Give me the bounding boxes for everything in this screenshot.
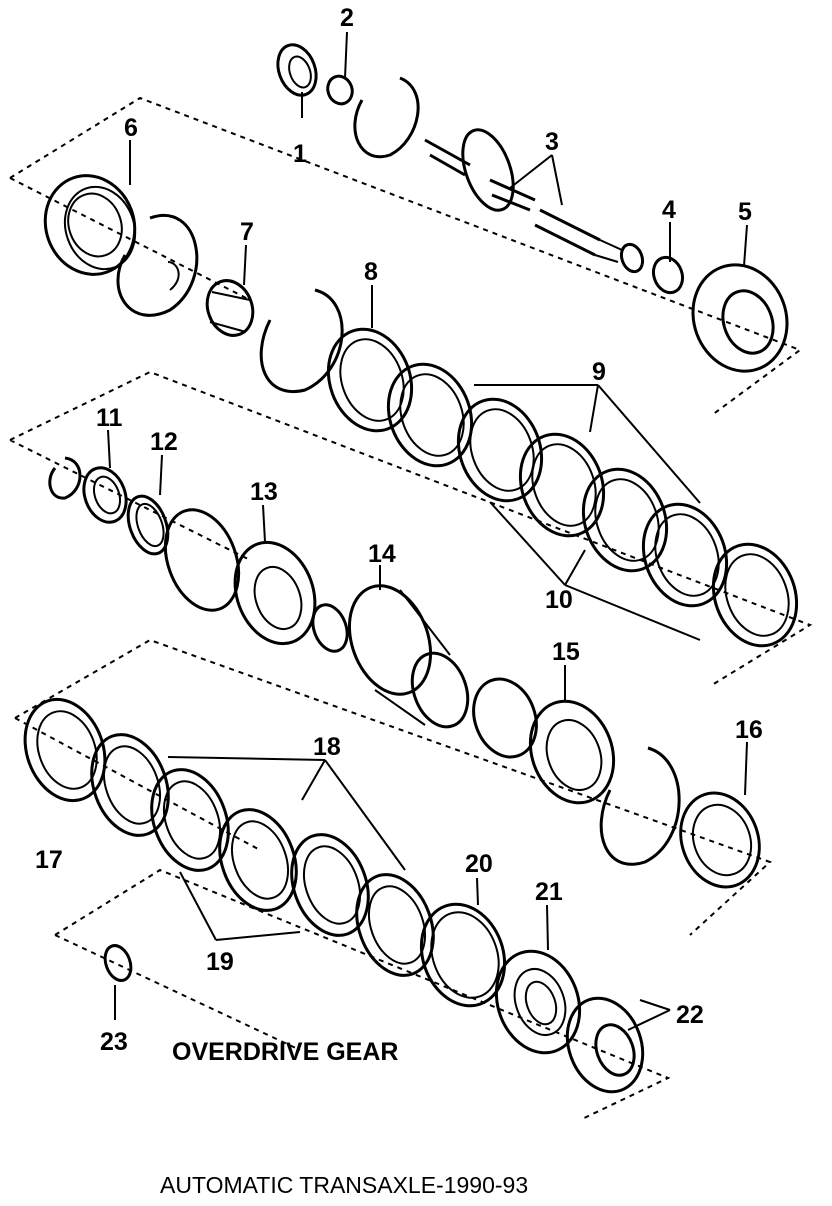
snap-ring-right <box>599 746 681 866</box>
callout-23: 23 <box>100 1028 128 1056</box>
part-23-seal <box>103 944 133 982</box>
snap-ring-mid <box>259 288 344 393</box>
small-ring-mid <box>311 603 349 653</box>
part-14-gear <box>347 584 470 729</box>
part-6-gear <box>43 174 137 276</box>
part-20-return-spring <box>419 902 507 1008</box>
part-8-plate <box>326 327 414 433</box>
part-9-part-10-clutch-plates <box>386 362 799 648</box>
part-15-clutch-hub <box>528 699 616 805</box>
callout-22: 22 <box>676 1001 704 1029</box>
callout-7: 7 <box>240 218 254 246</box>
snap-ring-upper <box>353 76 420 159</box>
callout-8: 8 <box>364 258 378 286</box>
part-2-bushing <box>326 74 354 106</box>
part-21-piston <box>494 949 582 1055</box>
callout-17: 17 <box>35 846 63 874</box>
part-17-disc <box>23 697 107 803</box>
snap-ring-small <box>48 456 82 500</box>
callout-1: 1 <box>293 140 307 168</box>
callout-15: 15 <box>552 638 580 666</box>
part-11-bearing <box>82 466 128 524</box>
callout-13: 13 <box>250 478 278 506</box>
part-22-seals <box>565 996 645 1094</box>
diagram-caption: AUTOMATIC TRANSAXLE-1990-93 <box>160 1172 528 1198</box>
large-seal-ring <box>163 508 241 612</box>
bottom-section-boundary <box>54 868 671 1121</box>
leader-lines <box>107 31 748 1031</box>
callout-9: 9 <box>592 358 606 386</box>
middle-section-boundary <box>9 370 813 686</box>
callout-21: 21 <box>535 878 563 906</box>
callout-12: 12 <box>150 428 178 456</box>
part-1-bearing <box>276 43 318 97</box>
callout-4: 4 <box>662 196 676 224</box>
part-16-plate <box>679 791 761 889</box>
callout-19: 19 <box>206 948 234 976</box>
snap-ring-left <box>116 214 199 317</box>
part-5-drum <box>691 263 789 373</box>
lower-section-boundary <box>14 638 772 936</box>
callout-20: 20 <box>465 850 493 878</box>
ring-near-15 <box>472 677 538 759</box>
callout-16: 16 <box>735 716 763 744</box>
part-7-bearing <box>205 279 255 337</box>
callout-6: 6 <box>124 114 138 142</box>
callout-5: 5 <box>738 198 752 226</box>
callout-numbers: 1 2 3 4 5 6 7 8 9 10 11 12 13 14 15 16 1… <box>35 4 763 1056</box>
part-13-piston <box>233 540 317 646</box>
part-12-washer <box>126 494 170 556</box>
callout-18: 18 <box>313 733 341 761</box>
callout-11: 11 <box>96 404 123 432</box>
part-3-shaft <box>424 128 623 263</box>
callout-2: 2 <box>340 4 354 32</box>
callout-3: 3 <box>545 128 559 156</box>
callout-14: 14 <box>368 540 396 568</box>
part-4-seal <box>619 242 685 295</box>
callout-10: 10 <box>545 586 573 614</box>
part-18-part-19-clutch-discs <box>90 733 435 977</box>
overdrive-gear-label: OVERDRIVE GEAR <box>172 1038 398 1066</box>
